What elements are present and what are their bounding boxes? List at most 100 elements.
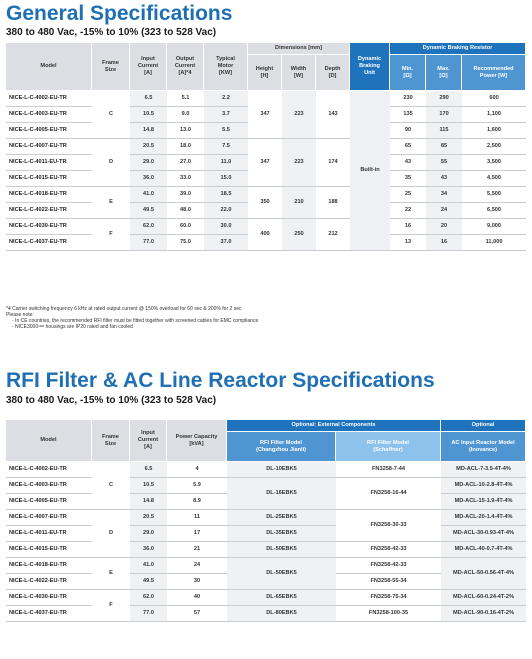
resistor-min-cell: 13 bbox=[390, 235, 427, 251]
resistor-max-cell: 55 bbox=[426, 155, 463, 171]
capacity-cell: 4 bbox=[167, 462, 227, 478]
model-cell: NICE-L-C-4003-EU-TR bbox=[6, 478, 92, 494]
recommended-power-cell: 1,600 bbox=[462, 123, 527, 139]
rfi-jianli-cell: DL-16EBK5 bbox=[227, 478, 336, 510]
model-cell: NICE-L-C-4018-EU-TR bbox=[6, 558, 92, 574]
width-cell: 223 bbox=[282, 139, 316, 187]
rfi-schaffner-cell: FN3258-16-44 bbox=[336, 478, 442, 510]
capacity-cell: 8.9 bbox=[167, 494, 227, 510]
output-cell: 75.0 bbox=[167, 235, 204, 251]
output-cell: 9.0 bbox=[167, 107, 204, 123]
width-cell: 223 bbox=[282, 91, 316, 139]
table-row: NICE-L-C-4015-EU-TR 36.0 21 DL-50EBK5 FN… bbox=[6, 542, 527, 558]
resistor-min-cell: 16 bbox=[390, 219, 427, 235]
resistor-max-cell: 24 bbox=[426, 203, 463, 219]
input-cell: 14.8 bbox=[130, 494, 167, 510]
recommended-power-cell: 11,000 bbox=[462, 235, 527, 251]
model-cell: NICE-L-C-4007-EU-TR bbox=[6, 139, 92, 155]
capacity-cell: 57 bbox=[167, 606, 227, 622]
rfi-schaffner-cell: FN3258-30-33 bbox=[336, 510, 442, 542]
table-row: NICE-L-C-4030-EU-TR F 62.0 40 DL-65EBK5 … bbox=[6, 590, 527, 622]
recommended-power-cell: 1,100 bbox=[462, 107, 527, 123]
footnote-housing: - NICE3000ⁿᵉʷ housings are IP20 rated an… bbox=[12, 324, 133, 330]
table-row: NICE-L-C-4018-EU-TR E 41.0 24 DL-50EBK5 … bbox=[6, 558, 527, 590]
header-resistor-max: Max.[Ω] bbox=[426, 55, 463, 91]
model-cell: NICE-L-C-4037-EU-TR bbox=[6, 235, 92, 251]
table-row: NICE-L-C-4022-EU-TR 49.5 48.0 22.0 22 24… bbox=[6, 203, 527, 219]
model-cell: NICE-L-C-4007-EU-TR bbox=[6, 510, 92, 526]
braking-unit-cell: Built-in bbox=[350, 91, 391, 251]
depth-cell: 143 bbox=[316, 91, 351, 139]
general-specifications-subtitle: 380 to 480 Vac, -15% to 10% (323 to 528 … bbox=[6, 27, 217, 38]
model-cell: NICE-L-C-4015-EU-TR bbox=[6, 171, 92, 187]
height-cell: 400 bbox=[248, 219, 282, 251]
frame-cell: E bbox=[92, 187, 130, 219]
input-cell: 29.0 bbox=[130, 526, 167, 542]
model-cell: NICE-L-C-4030-EU-TR bbox=[6, 590, 92, 606]
rfi-jianli-cell: DL-35EBK5 bbox=[227, 526, 336, 542]
input-cell: 36.0 bbox=[130, 171, 167, 187]
rfi-schaffner-cell: FN3258-42-33 bbox=[336, 542, 442, 558]
frame-cell: E bbox=[92, 558, 130, 590]
table-row: NICE-L-C-4005-EU-TR 14.8 8.9 MD-ACL-15-1… bbox=[6, 494, 527, 510]
table-row: NICE-L-C-4011-EU-TR 29.0 27.0 11.0 43 55… bbox=[6, 155, 527, 171]
table-row: NICE-L-C-4002-EU-TR C 6.5 4 DL-10EBK5 FN… bbox=[6, 462, 527, 510]
model-cell: NICE-L-C-4011-EU-TR bbox=[6, 526, 92, 542]
input-cell: 62.0 bbox=[130, 219, 167, 235]
table-row: NICE-L-C-4002-EU-TR C 6.5 5.1 2.2 347 22… bbox=[6, 91, 527, 251]
output-cell: 27.0 bbox=[167, 155, 204, 171]
header-rfi-jianli: RFI Filter Model(Changzhou Jianli) bbox=[227, 432, 336, 462]
input-cell: 29.0 bbox=[130, 155, 167, 171]
rfi-schaffner-cell: FN3258-75-34 bbox=[336, 590, 442, 606]
frame-cell: F bbox=[92, 219, 130, 251]
rfi-jianli-cell: DL-65EBK5 bbox=[227, 590, 336, 606]
input-cell: 62.0 bbox=[130, 590, 167, 606]
table-row: NICE-L-C-4037-EU-TR 77.0 57 DL-80EBK5 FN… bbox=[6, 606, 527, 622]
recommended-power-cell: 9,000 bbox=[462, 219, 527, 235]
resistor-min-cell: 90 bbox=[390, 123, 427, 139]
table-row: NICE-L-C-4005-EU-TR 14.8 13.0 5.5 90 115… bbox=[6, 123, 527, 139]
recommended-power-cell: 2,500 bbox=[462, 139, 527, 155]
footnotes: *4 Carrier switching frequency 6 kHz at … bbox=[6, 306, 526, 330]
input-cell: 10.5 bbox=[130, 478, 167, 494]
model-cell: NICE-L-C-4005-EU-TR bbox=[6, 494, 92, 510]
reactor-cell: MD-ACL-15-1.9-4T-4% bbox=[441, 494, 527, 510]
model-cell: NICE-L-C-4005-EU-TR bbox=[6, 123, 92, 139]
reactor-cell: MD-ACL-60-0.24-4T-2% bbox=[441, 590, 527, 606]
rfi-jianli-cell: DL-50EBK5 bbox=[227, 558, 336, 590]
table-row: NICE-L-C-4022-EU-TR 49.5 30 FN3258-55-34 bbox=[6, 574, 526, 590]
reactor-cell: MD-ACL-50-0.56-4T-4% bbox=[441, 558, 527, 590]
resistor-max-cell: 115 bbox=[426, 123, 463, 139]
input-cell: 49.5 bbox=[130, 203, 167, 219]
rfi-filter-subtitle: 380 to 480 Vac, -15% to 10% (323 to 528 … bbox=[6, 395, 217, 406]
resistor-min-cell: 135 bbox=[390, 107, 427, 123]
frame-cell: C bbox=[92, 91, 130, 139]
resistor-min-cell: 22 bbox=[390, 203, 427, 219]
header-model: Model bbox=[6, 420, 92, 462]
frame-cell: C bbox=[92, 462, 130, 510]
header-optional: Optional bbox=[441, 420, 527, 432]
table-row: NICE-L-C-4015-EU-TR 36.0 33.0 15.0 35 43… bbox=[6, 171, 527, 187]
resistor-max-cell: 20 bbox=[426, 219, 463, 235]
capacity-cell: 5.9 bbox=[167, 478, 227, 494]
header-model: Model bbox=[6, 43, 92, 91]
input-cell: 77.0 bbox=[130, 606, 167, 622]
model-cell: NICE-L-C-4003-EU-TR bbox=[6, 107, 92, 123]
resistor-max-cell: 85 bbox=[426, 139, 463, 155]
table-row: NICE-L-C-4018-EU-TR E 41.0 39.0 18.5 350… bbox=[6, 187, 527, 219]
recommended-power-cell: 3,500 bbox=[462, 155, 527, 171]
table-row: NICE-L-C-4007-EU-TR D 20.5 18.0 7.5 347 … bbox=[6, 139, 527, 187]
depth-cell: 174 bbox=[316, 139, 351, 187]
input-cell: 14.8 bbox=[130, 123, 167, 139]
footnote-please-note: Please note: bbox=[6, 312, 34, 318]
resistor-min-cell: 25 bbox=[390, 187, 427, 203]
input-cell: 20.5 bbox=[130, 139, 167, 155]
reactor-cell: MD-ACL-90-0.16-4T-2% bbox=[441, 606, 527, 622]
resistor-max-cell: 290 bbox=[426, 91, 463, 107]
